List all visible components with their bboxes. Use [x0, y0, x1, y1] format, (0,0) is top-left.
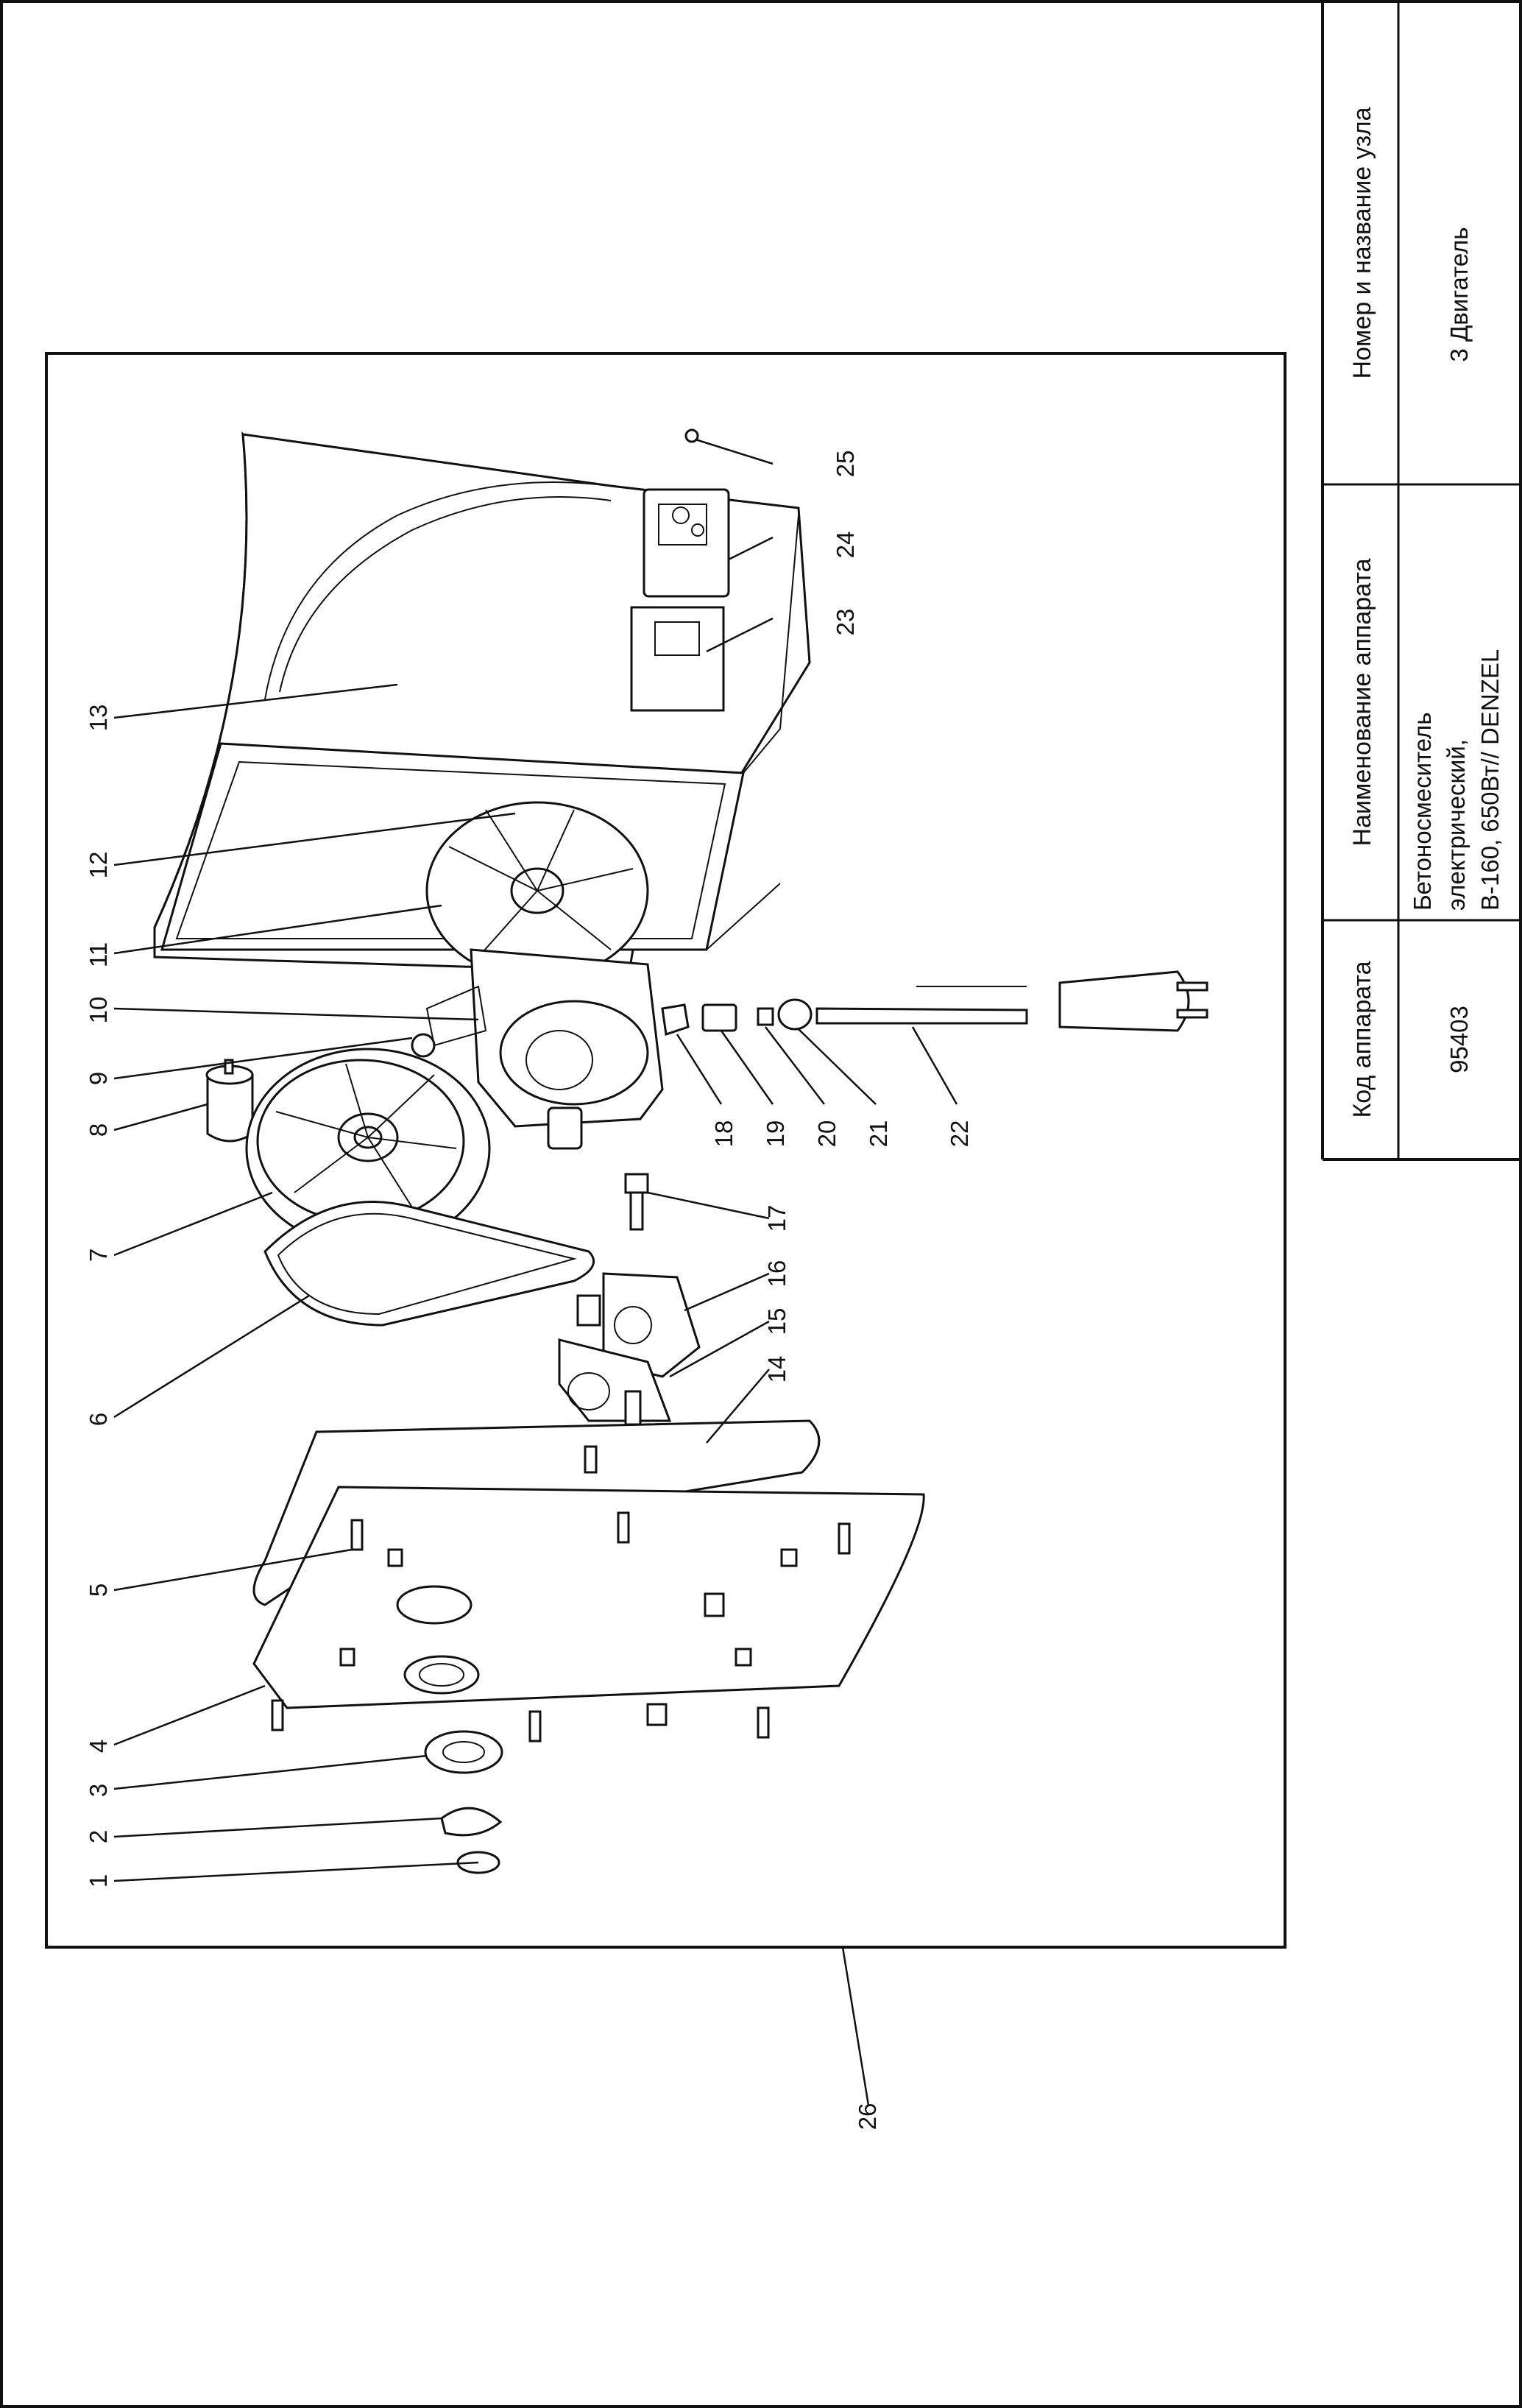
col1-header: Код аппарата — [1348, 961, 1376, 1118]
part-18-nut — [661, 1003, 690, 1036]
callout-17: 17 — [763, 1205, 790, 1232]
part-6-belt — [263, 1201, 595, 1327]
part-16-bracket — [576, 1272, 701, 1378]
callout-1: 1 — [85, 1874, 112, 1888]
part-5-screws — [271, 1511, 851, 1743]
unit-name: 3 Двигатель — [1445, 227, 1473, 361]
part-22-power-cord — [815, 970, 1208, 1032]
callout-21: 21 — [865, 1120, 892, 1148]
part-21-grommet — [777, 998, 813, 1031]
callout-23: 23 — [832, 609, 859, 636]
part-25-screw — [684, 428, 699, 443]
col3-header: Номер и название узла — [1348, 107, 1376, 378]
part-10-motor — [425, 948, 664, 1150]
part-7-pulley — [245, 1048, 491, 1249]
apparatus-name-line-1: Бетоносмеситель — [1409, 712, 1436, 911]
callout-14: 14 — [763, 1356, 790, 1383]
callout-13: 13 — [85, 705, 112, 732]
callout-8: 8 — [85, 1123, 112, 1137]
part-23-switch-plate — [630, 606, 725, 712]
callout-20: 20 — [813, 1120, 840, 1148]
callout-4: 4 — [85, 1740, 112, 1753]
title-block: Код аппарата Наименование аппарата Номер… — [1321, 1, 1521, 1161]
col2-header: Наименование аппарата — [1348, 558, 1376, 846]
callout-2: 2 — [85, 1830, 112, 1843]
part-11-fan — [425, 801, 649, 981]
part-3-bearing — [424, 1730, 503, 1774]
callout-26: 26 — [854, 2103, 881, 2130]
part-4-cover-plate — [252, 1486, 925, 1726]
callout-labels: 1 2 3 4 5 6 7 8 9 10 11 12 13 14 15 16 1… — [85, 451, 973, 2130]
part-9-nut — [411, 1033, 436, 1058]
callout-19: 19 — [762, 1120, 789, 1148]
part-19-cable-gland — [701, 1003, 737, 1032]
apparatus-code: 95403 — [1445, 1006, 1473, 1073]
callout-10: 10 — [85, 997, 112, 1024]
part-24-switch-box — [643, 488, 730, 598]
part-8-capacitor — [205, 1059, 254, 1143]
callout-6: 6 — [85, 1413, 112, 1426]
callout-15: 15 — [763, 1308, 790, 1335]
part-2-circlip — [440, 1807, 503, 1837]
callout-12: 12 — [85, 852, 112, 879]
part-17-bolt — [624, 1173, 649, 1231]
callout-3: 3 — [85, 1784, 112, 1797]
callout-7: 7 — [85, 1249, 112, 1262]
part-20-washer — [757, 1007, 774, 1026]
callout-25: 25 — [832, 451, 859, 478]
apparatus-name-line-2: электрический, — [1443, 739, 1470, 911]
part-15-bracket — [558, 1338, 672, 1426]
callout-9: 9 — [85, 1072, 112, 1085]
callout-24: 24 — [832, 532, 859, 559]
callout-11: 11 — [85, 942, 112, 967]
apparatus-name-line-3: B-160, 650Вт// DENZEL — [1476, 649, 1504, 911]
callout-5: 5 — [85, 1583, 112, 1597]
callout-22: 22 — [946, 1120, 973, 1148]
callout-18: 18 — [710, 1120, 737, 1148]
callout-16: 16 — [763, 1260, 790, 1288]
leader-lines — [113, 438, 958, 2106]
drawing-frame — [45, 352, 1286, 1949]
